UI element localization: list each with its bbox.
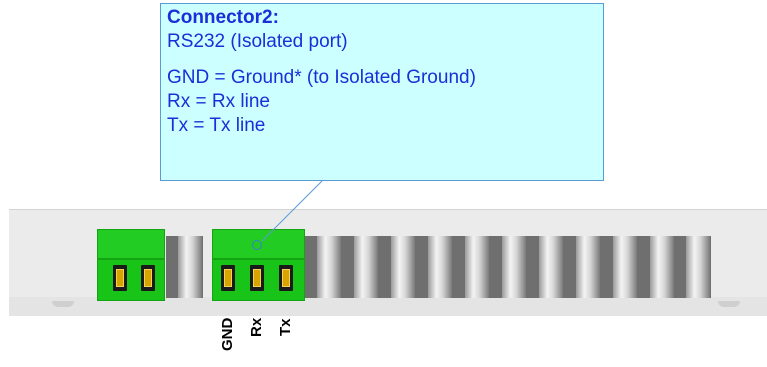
callout-line-tx: Tx = Tx line <box>167 115 266 136</box>
terminal-slot <box>650 236 674 298</box>
terminal-slot <box>539 236 563 298</box>
callout-line-rx: Rx = Rx line <box>167 91 270 112</box>
terminal-slot <box>502 236 526 298</box>
left-mount-notch <box>52 301 74 307</box>
pin-label-rx: Rx <box>248 318 265 338</box>
connector1-pin <box>113 265 127 291</box>
right-mount-notch <box>718 301 740 307</box>
connector2-pin-rx <box>250 265 264 291</box>
terminal-slot <box>354 236 378 298</box>
connector2-callout: Connector2: RS232 (Isolated port) GND = … <box>160 3 604 181</box>
callout-anchor-dot <box>252 240 262 250</box>
terminal-slot <box>178 236 202 298</box>
connector1-pin <box>141 265 155 291</box>
connector2-pin-tx <box>279 265 293 291</box>
callout-line-gnd: GND = Ground* (to Isolated Ground) <box>167 67 476 88</box>
device-base <box>9 297 767 316</box>
terminal-slot <box>576 236 600 298</box>
terminal-slot <box>391 236 415 298</box>
terminal-slot <box>465 236 489 298</box>
pin-label-tx: Tx <box>277 318 294 336</box>
pin-label-gnd: GND <box>219 318 236 352</box>
connector2-pin-gnd <box>221 265 235 291</box>
connector1-plug-top <box>97 229 165 259</box>
callout-subtitle: RS232 (Isolated port) <box>167 31 348 52</box>
connector1 <box>97 229 165 301</box>
terminal-slot <box>428 236 452 298</box>
connector2 <box>212 229 305 301</box>
terminal-slot <box>686 236 710 298</box>
terminal-slot <box>317 236 341 298</box>
terminal-slot <box>613 236 637 298</box>
callout-title: Connector2: <box>167 7 279 28</box>
